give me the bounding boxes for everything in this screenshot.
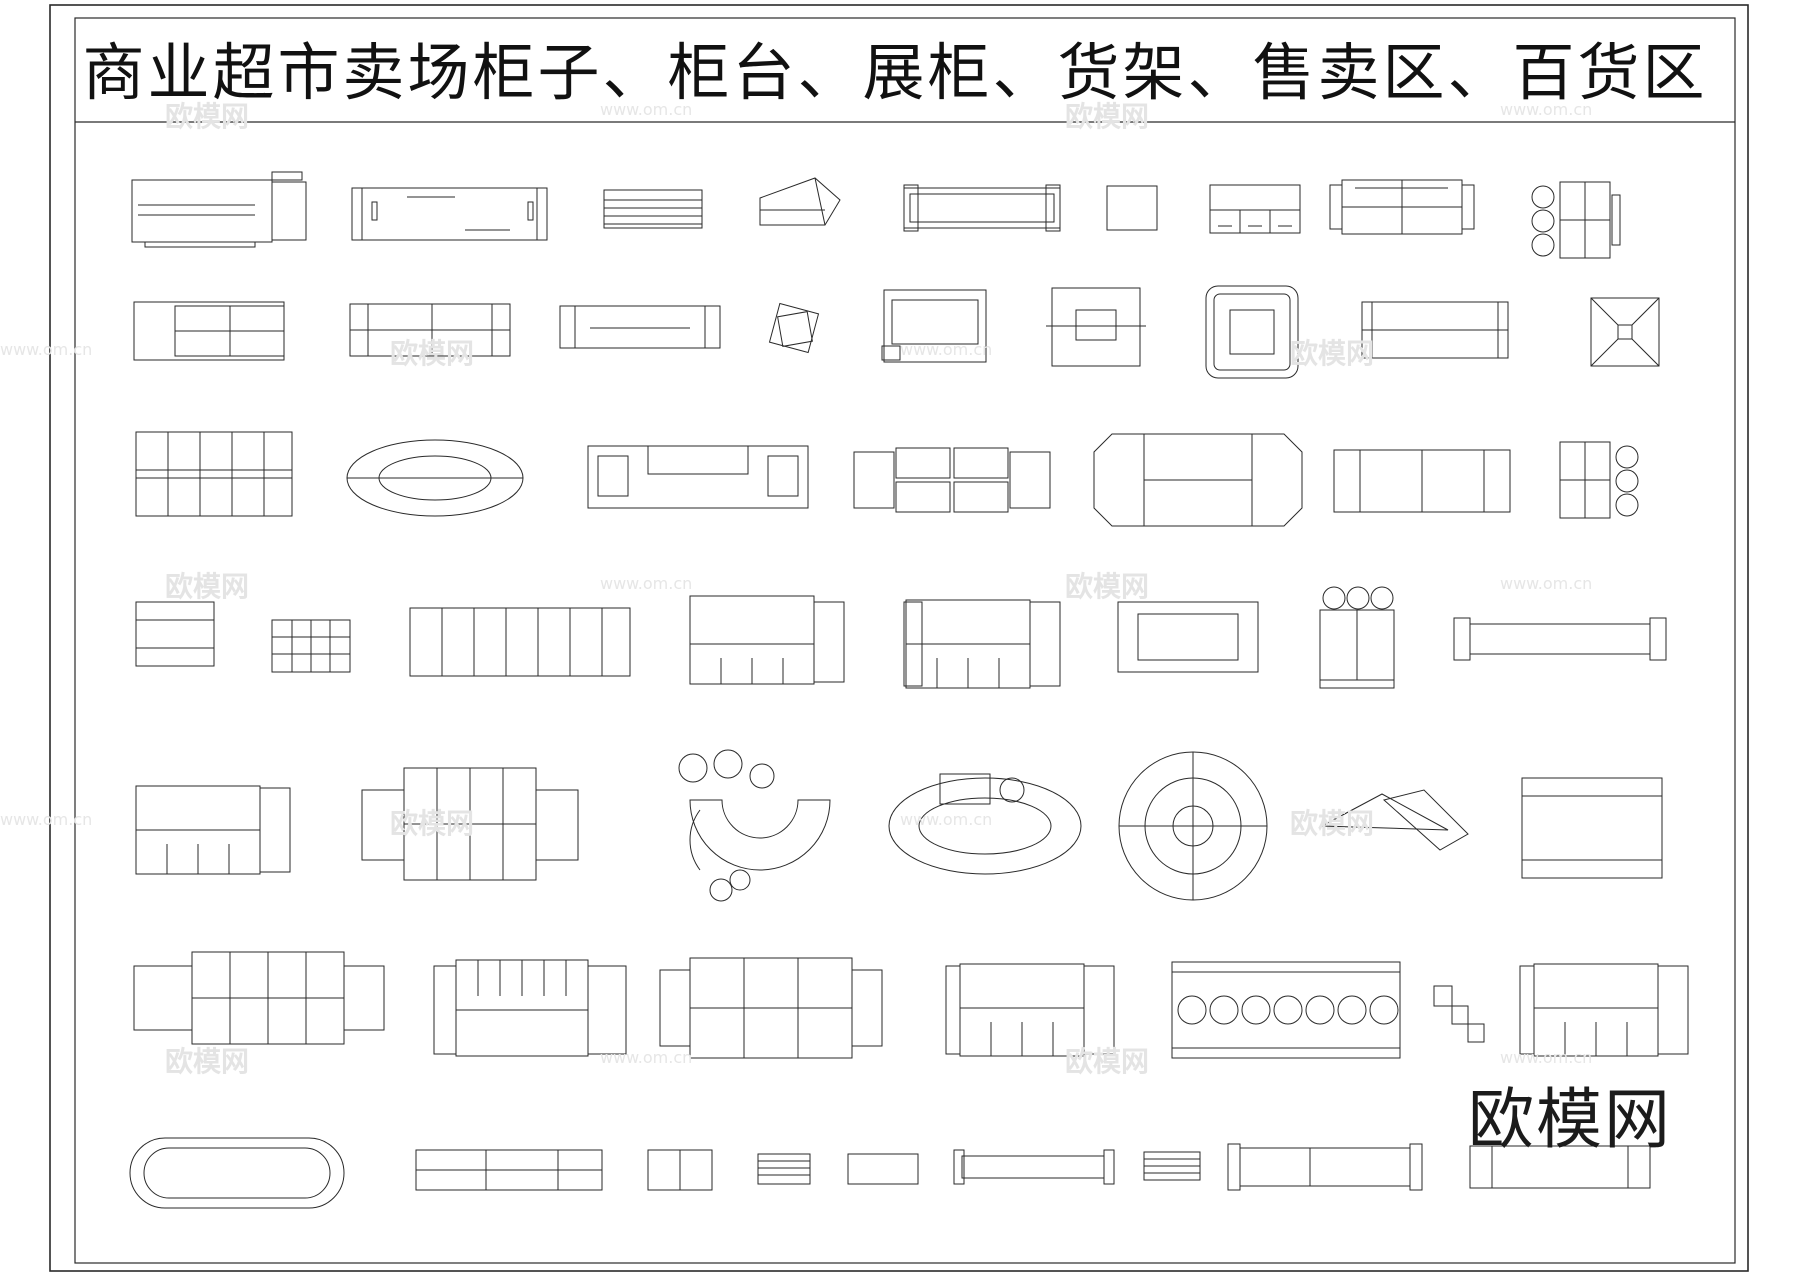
display-with-wings-d (945, 963, 1115, 1057)
slatted-box-small (1143, 1151, 1201, 1181)
stacked-cabinet (135, 601, 215, 667)
small-grid-cabinet (271, 619, 351, 673)
central-gondola-block (361, 767, 579, 881)
curved-s-counter (678, 749, 831, 902)
rectangular-table (1117, 601, 1259, 673)
long-rail-counter-b (1227, 1143, 1423, 1191)
watermark-logo: 欧模网 (1065, 570, 1150, 603)
zigzag-small (1433, 985, 1485, 1043)
display-box-slatted (603, 189, 703, 229)
drawer-cabinet (1209, 184, 1301, 234)
watermark-logo: 欧模网 (1065, 1045, 1150, 1078)
watermark-logo: 欧模网 (165, 1045, 250, 1078)
display-with-wings-b (903, 599, 1061, 689)
watermark-logo: 欧模网 (1290, 337, 1375, 370)
watermark-url: www.om.cn (900, 340, 993, 359)
counter-with-end-unit (131, 171, 307, 248)
octagonal-island (1093, 433, 1303, 527)
stepped-end-counter (587, 445, 809, 509)
bottle-display-shelf (1521, 777, 1663, 879)
rotated-square-stand (768, 302, 820, 354)
small-square-table (1106, 185, 1158, 231)
long-rail-bench (1453, 617, 1667, 661)
watermark-url: www.om.cn (1500, 574, 1593, 593)
triangular-tables (1320, 789, 1469, 851)
watermark-logo: 欧模网 (1290, 807, 1375, 840)
round-display-counter (1171, 961, 1401, 1059)
cabinet-with-end-panel (351, 187, 548, 241)
watermark-logo: 欧模网 (390, 337, 475, 370)
page-title: 商业超市卖场柜子、柜台、展柜、货架、售卖区、百货区 (82, 36, 1708, 109)
oval-ring-counter (888, 773, 1082, 875)
watermark-url: www.om.cn (0, 810, 93, 829)
watermark-logo: 欧模网 (165, 570, 250, 603)
pyramid-top-table (1590, 297, 1660, 367)
double-bay-display (853, 447, 1051, 513)
end-cabinet (1469, 1145, 1651, 1189)
cylindrical-shelf (349, 303, 511, 357)
stool-cluster-counter (1319, 586, 1395, 689)
extended-display-block (133, 951, 385, 1045)
oval-island (346, 439, 524, 517)
counter-with-legs (1361, 301, 1509, 359)
long-rail-counter (953, 1149, 1115, 1185)
display-with-wings-e (1519, 963, 1689, 1057)
watermark-logo: 欧模网 (1065, 100, 1150, 133)
outer-frame (49, 4, 1749, 1272)
round-stools-display-left (1559, 441, 1639, 519)
shelving-grid-unit (135, 431, 293, 517)
watermark-url: www.om.cn (600, 100, 693, 119)
slatted-box (757, 1153, 811, 1185)
watermark-url: www.om.cn (0, 340, 93, 359)
brand-logo-text: 欧模网 (1468, 1081, 1672, 1158)
double-sided-display (433, 959, 627, 1057)
seven-bay-shelf (409, 607, 631, 677)
small-two-bay (647, 1149, 713, 1191)
watermark-url: www.om.cn (1500, 1048, 1593, 1067)
angled-display-table (759, 177, 841, 226)
display-with-wings (689, 595, 845, 685)
circular-island (1118, 751, 1268, 901)
long-counter-ends (559, 305, 721, 349)
center-island-table (1046, 287, 1146, 367)
rounded-end-counter (129, 1137, 345, 1209)
display-with-wings-c (135, 785, 291, 875)
watermark-url: www.om.cn (1500, 100, 1593, 119)
long-side-cabinet (415, 1149, 603, 1191)
watermark-url: www.om.cn (600, 1048, 693, 1067)
large-gondola (659, 957, 883, 1059)
shelf-with-side-panels (1329, 179, 1475, 235)
watermark-logo: 欧模网 (390, 807, 475, 840)
watermark-logo: 欧模网 (165, 100, 250, 133)
round-stools-display (1531, 181, 1621, 259)
rounded-square-counter (1205, 285, 1299, 379)
display-cabinet-offset (881, 289, 987, 363)
counter-two-bay (133, 301, 285, 361)
inner-frame (74, 17, 1736, 1264)
gondola-long (903, 184, 1061, 232)
small-rect-box (847, 1153, 919, 1185)
three-bay-counter (1333, 449, 1511, 513)
watermark-url: www.om.cn (900, 810, 993, 829)
watermark-url: www.om.cn (600, 574, 693, 593)
